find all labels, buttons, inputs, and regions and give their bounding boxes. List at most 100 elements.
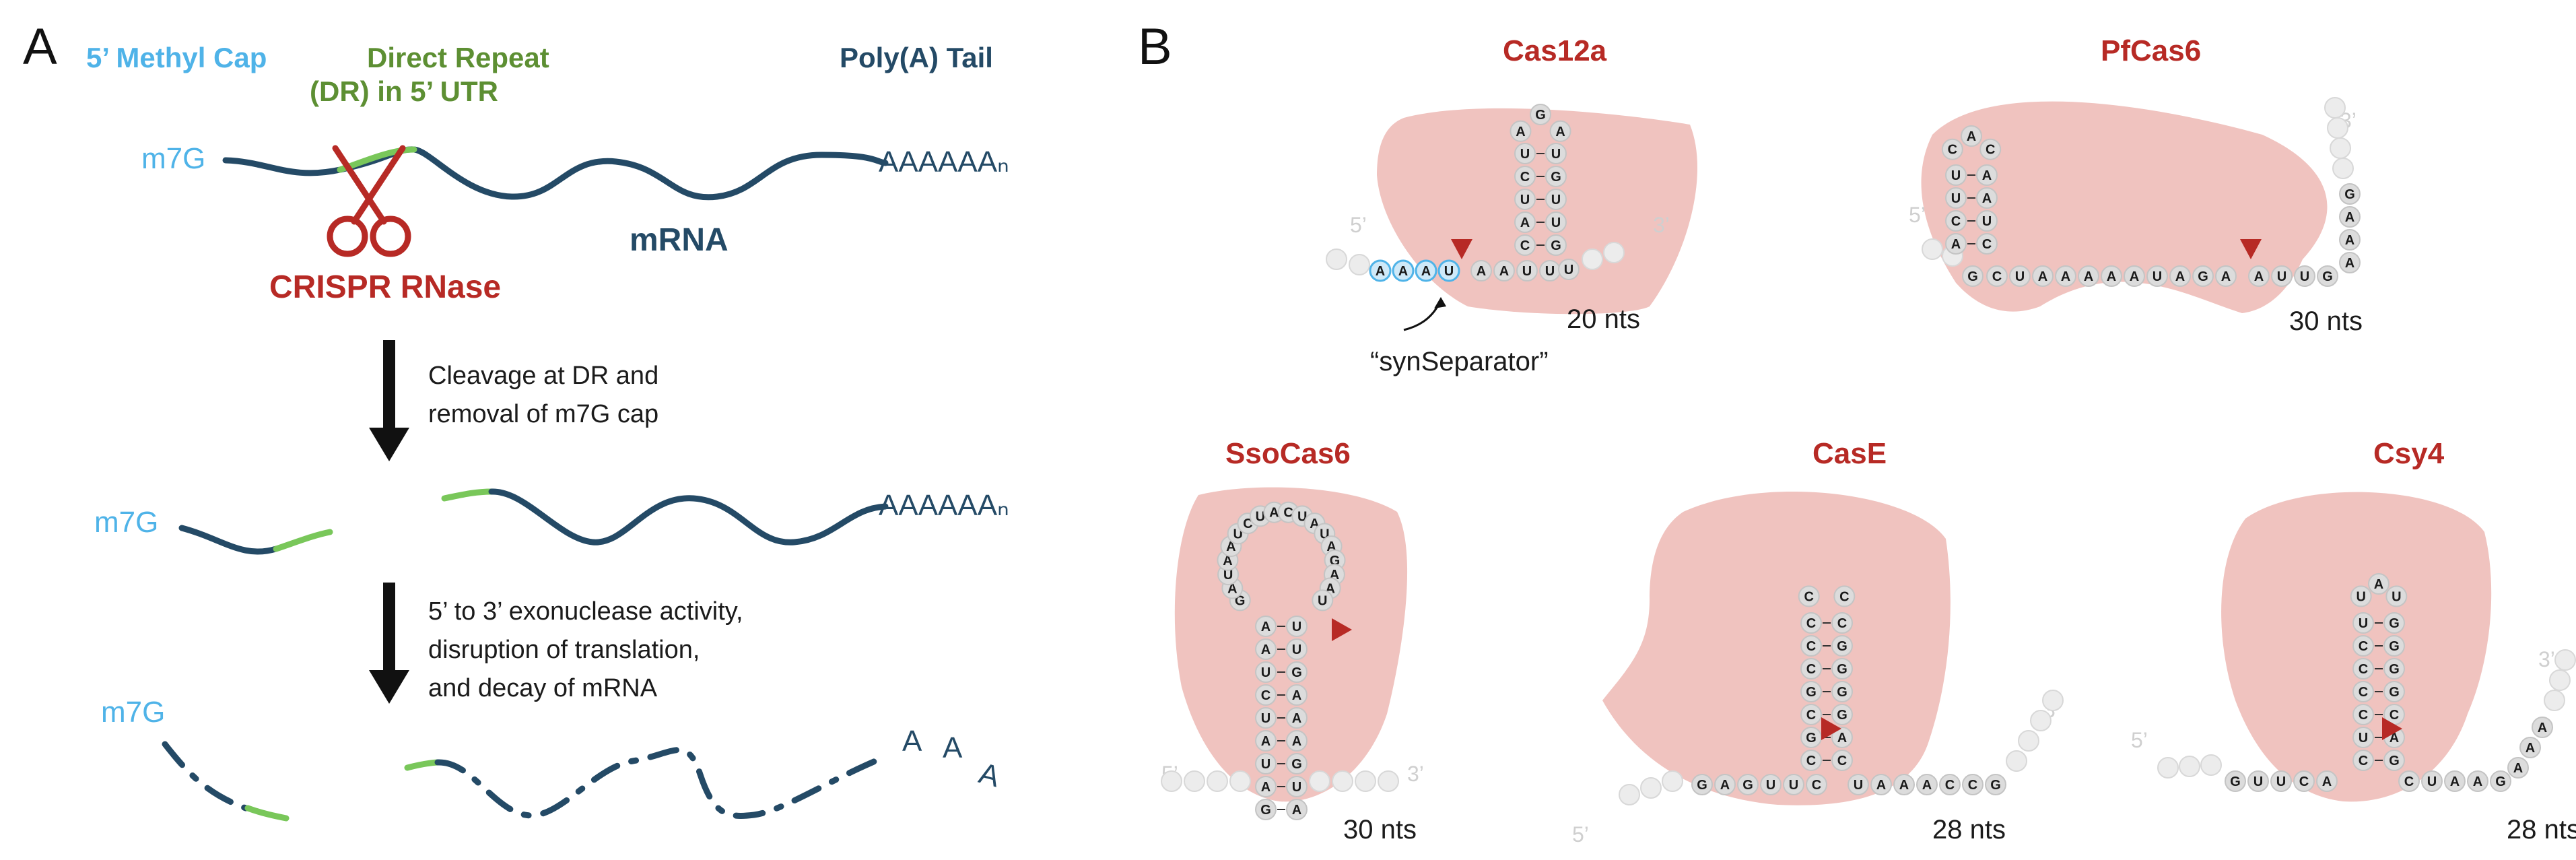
tail-bead: [2018, 730, 2039, 752]
nucleotide-letter: G: [1837, 685, 1848, 700]
nucleotide-letter: U: [2277, 269, 2286, 284]
ssocas6-3prime: 3’: [1407, 762, 1424, 786]
nucleotide-letter: A: [1922, 778, 1932, 793]
nucleotide-letter: A: [2345, 256, 2354, 271]
nucleotide-bead: [1916, 774, 1938, 795]
nucleotide-letter: U: [1444, 264, 1454, 279]
nucleotide-letter: C: [2359, 685, 2368, 700]
nucleotide-bead: [2317, 265, 2338, 287]
nucleotide-bead: [1831, 612, 1853, 634]
nucleotide-bead: [2350, 585, 2372, 607]
nucleotide-bead: [2467, 770, 2488, 792]
nucleotide-bead: [1976, 164, 1998, 186]
nucleotide-bead: [1806, 774, 1827, 795]
nucleotide-bead: [1255, 753, 1277, 774]
nucleotide-bead: [1945, 187, 1967, 209]
nucleotide-letter: G: [2344, 187, 2355, 202]
nucleotide-letter: C: [1261, 688, 1270, 703]
nucleotide-letter: U: [1292, 620, 1301, 634]
nucleotide-letter: A: [2084, 269, 2093, 284]
nucleotide-bead: [1437, 259, 1460, 282]
nucleotide-bead: [2532, 717, 2553, 738]
cas12a-3prime: 3’: [1653, 213, 1670, 237]
nucleotide-bead: [2009, 265, 2031, 287]
nucleotide-letter: G: [1837, 662, 1848, 677]
cap-label: 5’ Methyl Cap: [86, 42, 267, 73]
mrna-strand-intact: [222, 146, 889, 201]
tail-bead: [1349, 254, 1370, 275]
nucleotide-letter: A: [1967, 129, 1976, 144]
nucleotide-bead: [1831, 658, 1853, 680]
nucleotide-letter: G: [2230, 774, 2241, 789]
nucleotide-letter: A: [2345, 210, 2354, 225]
nucleotide-letter: U: [1551, 147, 1561, 162]
nucleotide-bead: [2352, 681, 2374, 702]
nucleotide-bead: [1945, 233, 1967, 255]
nucleotide-letter: U: [2300, 269, 2309, 284]
nucleotide-letter: U: [1522, 264, 1532, 279]
nucleotide-letter: C: [1837, 754, 1847, 768]
nucleotide-letter: A: [1982, 168, 1992, 183]
nucleotide-bead: [2055, 265, 2076, 287]
nucleotide-letter: G: [1260, 803, 1271, 818]
nucleotide-bead: [1255, 799, 1277, 820]
nucleotide-bead: [2519, 737, 2541, 758]
nucleotide-letter: A: [1261, 780, 1270, 795]
nucleotide-bead: [2271, 265, 2293, 287]
nucleotide-bead: [1514, 189, 1536, 210]
tail-bead: [1922, 238, 1943, 260]
nucleotide-letter: A: [2221, 269, 2231, 284]
nucleotide-bead: [2339, 206, 2361, 228]
nucleotide-bead: [1510, 120, 1532, 142]
cas12a-5prime: 5’: [1350, 213, 1367, 237]
nucleotide-letter: A: [1261, 642, 1270, 657]
nucleotide-letter: U: [1951, 191, 1961, 206]
m7g-decay: m7G: [101, 696, 165, 729]
nucleotide-bead: [1976, 233, 1998, 255]
nucleotide-letter: U: [1545, 264, 1555, 279]
nucleotide-letter: A: [1421, 264, 1431, 279]
nucleotide-bead: [2383, 681, 2405, 702]
nucleotide-letter: G: [1837, 639, 1848, 654]
synseparator-pointer: [1403, 302, 1441, 331]
nucleotide-bead: [1530, 104, 1551, 125]
nucleotide-letter: A: [2061, 269, 2070, 284]
nucleotide-letter: A: [2374, 577, 2383, 592]
nucleotide-letter: U: [1520, 147, 1530, 162]
panel-a: A 5’ Methyl Cap Direct Repeat (DR) in 5’…: [23, 18, 1009, 822]
nucleotide-bead: [1255, 730, 1277, 752]
nucleotide-letter: A: [1223, 554, 1232, 568]
tail-bead: [1229, 770, 1251, 792]
tail-bead: [2324, 97, 2346, 119]
tail-bead: [2030, 710, 2052, 731]
tail-bead: [2332, 158, 2354, 179]
nucleotide-bead: [1255, 776, 1277, 797]
nucleotide-bead: [1514, 234, 1536, 256]
cas12a-cleavage-site-icon: [1451, 239, 1472, 259]
nucleotide-letter: G: [1837, 708, 1848, 723]
nucleotide-bead: [1286, 684, 1308, 706]
rnase-label: CRISPR RNase: [269, 269, 501, 305]
nucleotide-letter: C: [1992, 269, 2002, 284]
nucleotide-bead: [1545, 189, 1567, 210]
nucleotide-bead: [2225, 770, 2246, 792]
csy4-5prime: 5’: [2131, 728, 2148, 752]
nucleotide-letter: C: [1806, 754, 1816, 768]
nucleotide-letter: C: [2404, 774, 2414, 789]
tail-bead: [2006, 750, 2027, 772]
nucleotide-letter: A: [1982, 191, 1992, 206]
nucleotide-letter: A: [1292, 711, 1301, 726]
nucleotide-bead: [1470, 260, 1492, 282]
nucleotide-letter: U: [2359, 616, 2368, 631]
nucleotide-bead: [2101, 265, 2122, 287]
nucleotide-bead: [1961, 125, 1982, 147]
nucleotide-bead: [1831, 635, 1853, 657]
nucleotide-bead: [1545, 234, 1567, 256]
panel-a-letter: A: [23, 18, 57, 75]
nucleotide-bead: [2352, 704, 2374, 725]
nucleotide-bead: [2352, 635, 2374, 657]
nucleotide-bead: [1286, 799, 1308, 820]
